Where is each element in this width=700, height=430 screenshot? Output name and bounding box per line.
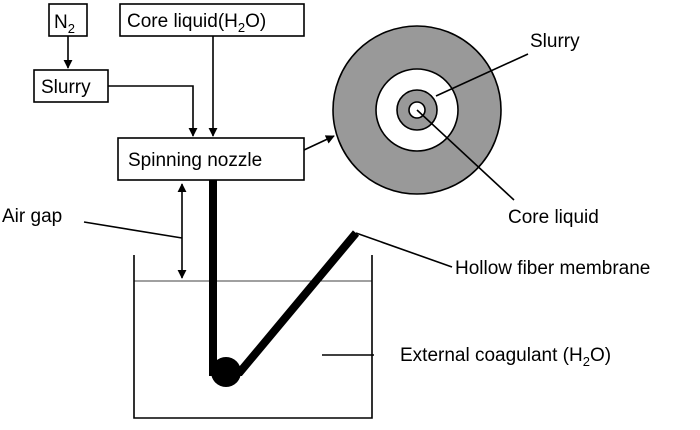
air-gap-callout-line xyxy=(83,221,183,239)
external-coagulant-label: External coagulant (H2O) xyxy=(400,345,611,369)
n2-box: N2 xyxy=(48,3,88,37)
spinning-nozzle-label: Spinning nozzle xyxy=(128,150,262,171)
arrow-nozzle-to-cross-section xyxy=(303,135,335,151)
spinning-nozzle-box: Spinning nozzle xyxy=(117,137,305,181)
hollow-fiber-membrane-label: Hollow fiber membrane xyxy=(455,258,650,279)
core-liquid-box-label: Core liquid(H2O) xyxy=(127,11,266,35)
slurry-callout-label: Slurry xyxy=(530,31,580,52)
hollow-fiber xyxy=(209,180,360,387)
air-gap-label: Air gap xyxy=(2,206,62,227)
hollow-fiber-callout-line xyxy=(355,232,453,268)
n2-label: N2 xyxy=(54,12,75,36)
slurry-box: Slurry xyxy=(33,69,109,103)
coagulation-bath xyxy=(133,255,373,419)
arrow-slurry-to-nozzle xyxy=(108,85,198,137)
core-liquid-callout-label: Core liquid xyxy=(508,207,599,228)
slurry-box-label: Slurry xyxy=(41,77,91,98)
guide-roller xyxy=(211,357,241,387)
hollow-fiber-strand xyxy=(209,180,360,376)
core-liquid-box: Core liquid(H2O) xyxy=(119,3,305,37)
bath-walls xyxy=(133,255,373,419)
core-liquid-callout-line xyxy=(416,109,515,201)
slurry-callout-line xyxy=(435,53,529,97)
